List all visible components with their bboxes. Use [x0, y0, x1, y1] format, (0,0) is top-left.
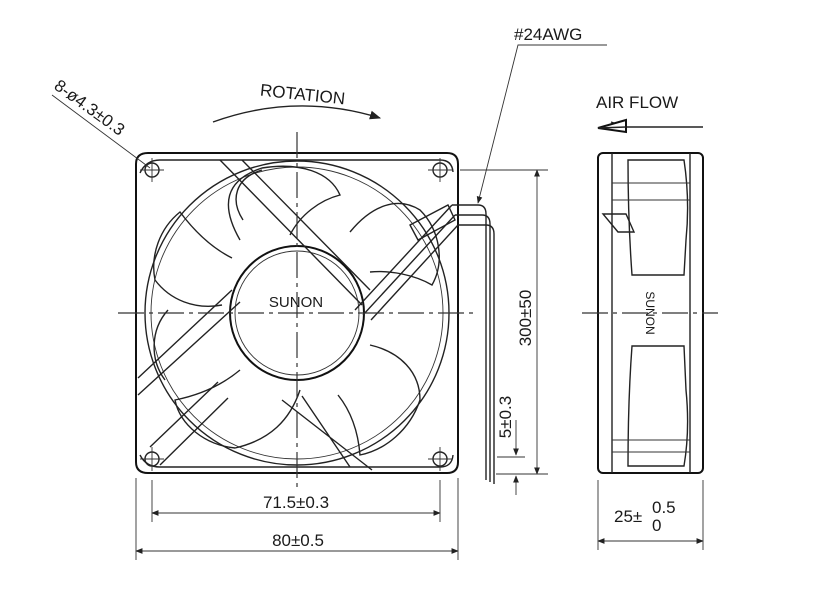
- front-brand-label: SUNON: [269, 294, 323, 311]
- fan-frame-outline: [135, 152, 459, 474]
- mounting-hole-bottom-right: [428, 447, 452, 471]
- side-view: AIR FLOW SUNON: [582, 93, 718, 474]
- wire-gauge-label: #24AWG: [514, 25, 582, 44]
- side-brand-label: SUNON: [643, 291, 657, 334]
- rotation-label: ROTATION: [259, 81, 346, 109]
- lead-length-label: 300±50: [516, 290, 535, 347]
- hole-pitch-dimension: 71.5±0.3: [151, 480, 441, 522]
- thickness-upper-tolerance: 0.5: [652, 498, 676, 517]
- mounting-hole-top-right: [428, 158, 452, 182]
- side-upper-housing: [627, 159, 689, 276]
- mounting-hole-label: 8-ø4.3±0.3: [51, 76, 129, 140]
- lead-length-dimension: 300±50: [460, 169, 548, 475]
- frame-size-dimension: 80±0.5: [135, 478, 459, 560]
- side-upper-ribs: [612, 182, 690, 201]
- wire-strip-dimension: 5±0.3: [496, 396, 525, 495]
- air-flow-label: AIR FLOW: [596, 93, 678, 112]
- awg-callout: #24AWG: [476, 25, 607, 204]
- side-wire-clip: [601, 213, 636, 233]
- front-view: SUNON: [118, 132, 478, 490]
- fan-frame-inner-outline-bottom: [139, 454, 454, 468]
- fan-wire-harness: [354, 204, 459, 321]
- thickness-base-label: 25±: [614, 507, 642, 526]
- side-lower-housing: [627, 345, 689, 467]
- wire-strip-label: 5±0.3: [496, 396, 515, 438]
- lead-wires: [452, 204, 495, 484]
- mounting-hole-bottom-left: [140, 447, 164, 471]
- mounting-hole-callout: 8-ø4.3±0.3: [51, 76, 151, 169]
- side-lower-ribs: [612, 439, 690, 453]
- rotation-indicator: ROTATION: [212, 81, 382, 123]
- side-frame-flanges: [611, 153, 691, 473]
- mounting-holes: [140, 158, 452, 471]
- thickness-lower-tolerance: 0: [652, 516, 661, 535]
- fan-struts: [137, 159, 373, 471]
- fan-frame-inner-outline: [139, 159, 454, 174]
- thickness-dimension: 25± 0.5 0: [597, 480, 704, 550]
- frame-size-label: 80±0.5: [272, 531, 324, 550]
- air-flow-arrow: [597, 118, 703, 134]
- hole-pitch-label: 71.5±0.3: [263, 493, 329, 512]
- mounting-hole-top-left: [140, 158, 164, 182]
